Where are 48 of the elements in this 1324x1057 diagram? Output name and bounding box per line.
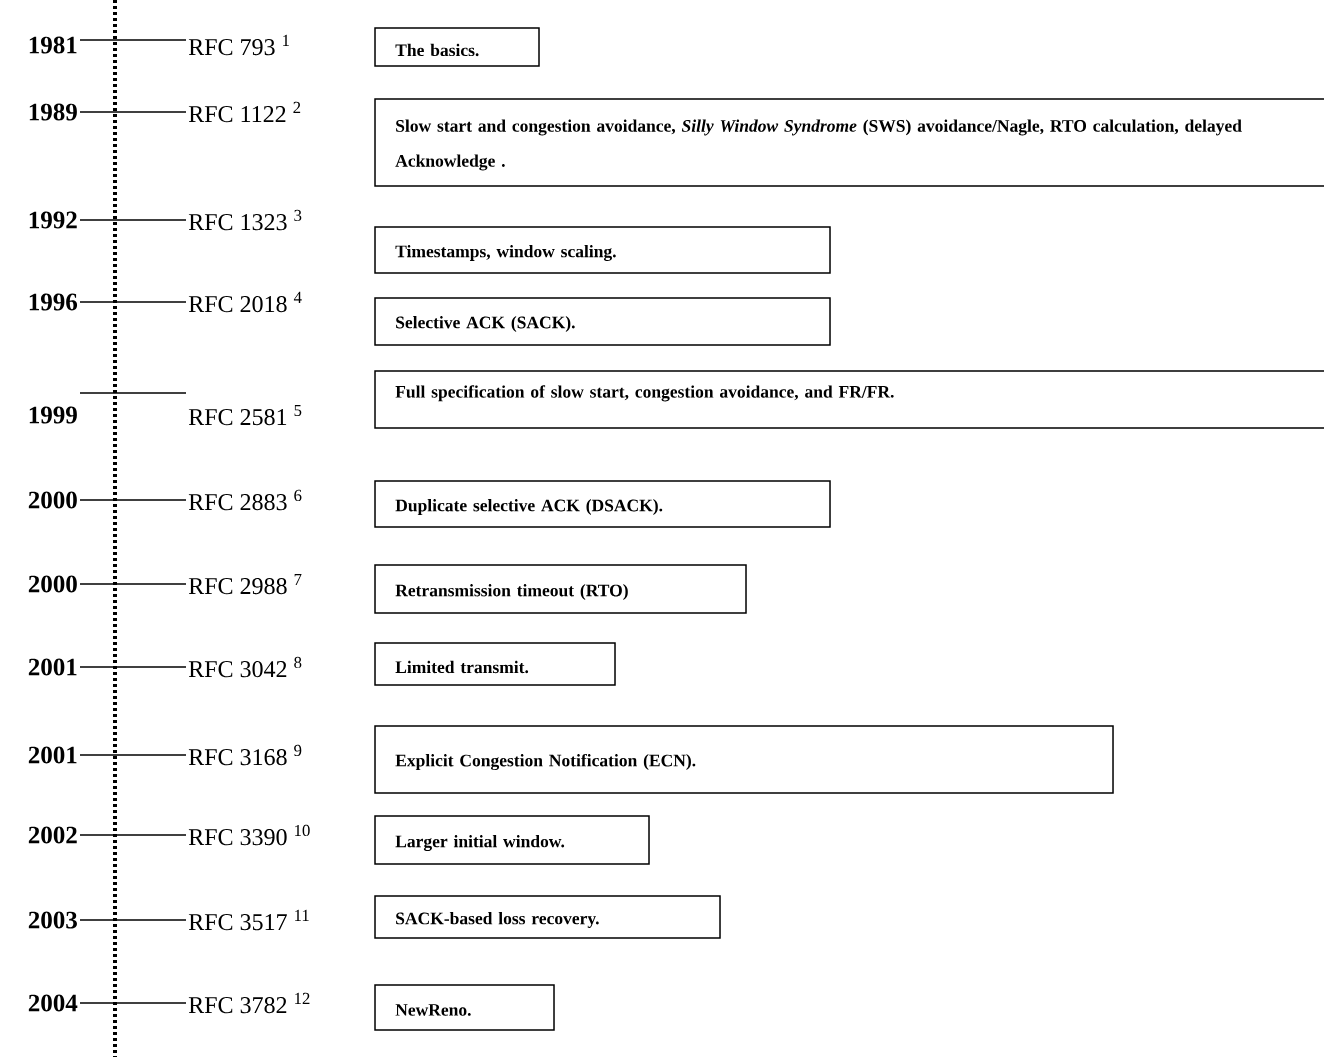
connector-line bbox=[79, 754, 187, 756]
connector-line bbox=[79, 392, 187, 394]
connector-line bbox=[79, 219, 187, 221]
year-label: 2001 bbox=[28, 658, 77, 676]
year-label: 2002 bbox=[28, 826, 77, 844]
rfc-label: RFC 3390 $^{10}$ bbox=[188, 824, 310, 846]
description-box: Full specification of slow start, congestion avoidance, and FR/FR. bbox=[374, 370, 1324, 429]
rfc-label: RFC 2988 $^{7}$ bbox=[188, 573, 302, 595]
rfc-label: RFC 2018 $^{4}$ bbox=[188, 291, 302, 313]
connector-line bbox=[79, 499, 187, 501]
description-box: The basics. bbox=[374, 27, 540, 67]
year-label: 2000 bbox=[28, 491, 77, 509]
rfc-label: RFC 3782 $^{12}$ bbox=[188, 992, 310, 1014]
year-label: 1992 bbox=[29, 211, 77, 229]
connector-line bbox=[79, 111, 187, 113]
connector-line bbox=[79, 834, 187, 836]
year-label: 2000 bbox=[28, 575, 77, 593]
connector-line bbox=[79, 583, 187, 585]
year-label: 1989 bbox=[29, 103, 77, 121]
rfc-label: RFC 3168 $^{9}$ bbox=[188, 744, 302, 766]
connector-line bbox=[79, 39, 187, 41]
description-box: SACK-based loss recovery. bbox=[374, 895, 721, 939]
description-box: Retransmission timeout (RTO) bbox=[374, 564, 747, 614]
rfc-label: RFC 2581 $^{5}$ bbox=[188, 404, 302, 426]
rfc-label: RFC 3042 $^{8}$ bbox=[188, 656, 302, 678]
description-box: NewReno. bbox=[374, 984, 555, 1031]
connector-line bbox=[79, 919, 187, 921]
rfc-label: RFC 2883 $^{6}$ bbox=[188, 489, 302, 511]
year-label: 2003 bbox=[28, 911, 77, 929]
description-box: Duplicate selective ACK (DSACK). bbox=[374, 480, 831, 528]
rfc-label: RFC 3517 $^{11}$ bbox=[188, 909, 309, 931]
connector-line bbox=[79, 666, 187, 668]
connector-line bbox=[79, 301, 187, 303]
description-box: Selective ACK (SACK). bbox=[374, 297, 831, 346]
description-box: Timestamps, window scaling. bbox=[374, 226, 831, 274]
year-label: 1981 bbox=[29, 36, 77, 54]
year-label: 2001 bbox=[28, 746, 77, 764]
year-label: 2004 bbox=[28, 994, 78, 1012]
rfc-label: RFC 793 $^{1}$ bbox=[188, 34, 289, 56]
rfc-label: RFC 1122 $^{2}$ bbox=[188, 101, 301, 123]
description-box: Limited transmit. bbox=[374, 642, 616, 686]
description-box: Explicit Congestion Notification (ECN). bbox=[374, 725, 1114, 794]
connector-line bbox=[79, 1002, 187, 1004]
year-label: 1996 bbox=[29, 293, 78, 311]
description-box: Larger initial window. bbox=[374, 815, 650, 865]
description-box: Slow start and congestion avoidance, Silly Window Syndrome (SWS) avoidance/Nagle, RTO calculation, delayed Acknowledge . bbox=[374, 98, 1324, 187]
rfc-label: RFC 1323 $^{3}$ bbox=[188, 209, 302, 231]
year-label: 1999 bbox=[29, 406, 77, 424]
